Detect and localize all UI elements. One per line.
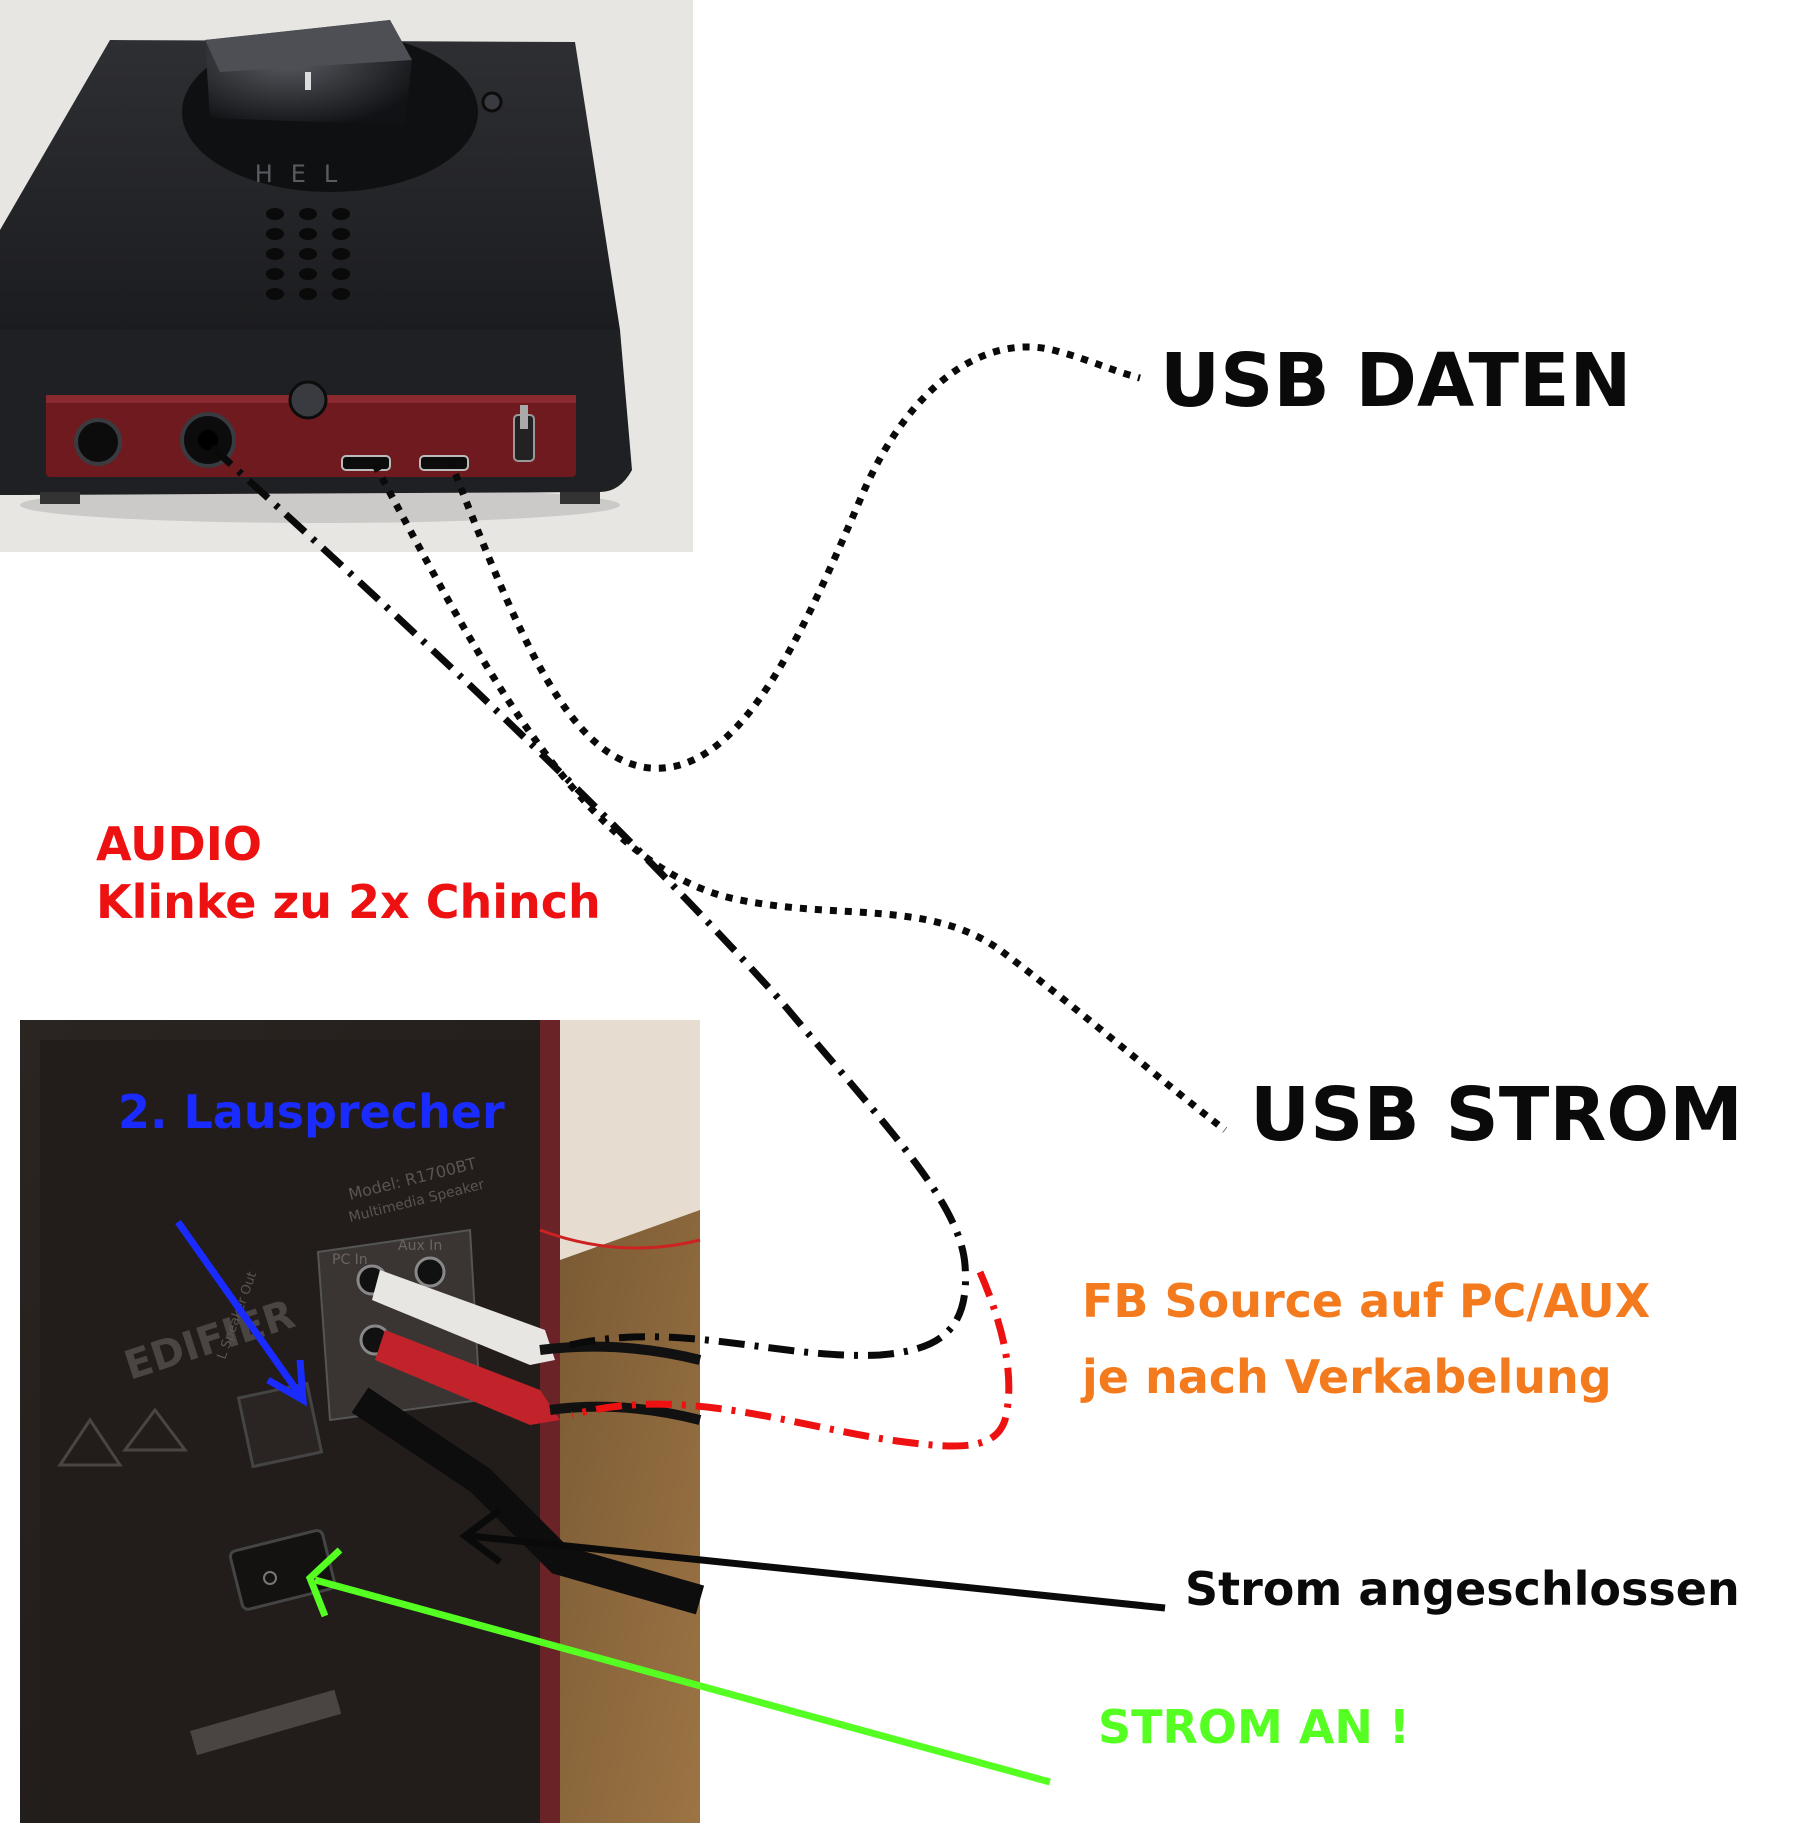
vent-hole — [332, 208, 350, 220]
power-on-label: STROM AN ! — [1098, 1700, 1410, 1754]
vent-hole — [332, 228, 350, 240]
arrow-power-connected-black — [459, 1507, 1166, 1612]
dac-brand-mark: HEL — [255, 160, 356, 188]
audio-cable-black — [209, 444, 970, 1359]
vent-hole — [332, 268, 350, 280]
dac-vent-holes — [266, 208, 350, 300]
vent-hole — [299, 228, 317, 240]
vent-hole — [266, 248, 284, 260]
vent-hole — [299, 268, 317, 280]
arrow-speaker-out-blue — [175, 1219, 307, 1407]
vent-hole — [266, 208, 284, 220]
usb-strom-cable — [371, 463, 1228, 1133]
audio-cable-red — [571, 1270, 1013, 1450]
power-connected-label: Strom angeschlossen — [1185, 1562, 1740, 1616]
usb-daten-label: USB DATEN — [1160, 338, 1632, 424]
audio-label: AUDIO Klinke zu 2x Chinch — [96, 815, 601, 931]
audio-label-line1: AUDIO — [96, 817, 262, 871]
speaker-port-aux-in: Aux In — [398, 1238, 442, 1254]
fb-source-label: FB Source auf PC/AUX je nach Verkabelung — [1082, 1263, 1650, 1415]
vent-hole — [266, 268, 284, 280]
vent-hole — [299, 208, 317, 220]
vent-hole — [332, 248, 350, 260]
vent-hole — [266, 228, 284, 240]
vent-hole — [299, 288, 317, 300]
dac-photo: HEL — [0, 0, 693, 552]
vent-hole — [299, 248, 317, 260]
fb-source-line2: je nach Verkabelung — [1082, 1350, 1612, 1404]
speaker-photo: EDIFIER Model: R1700BT Multimedia Speake… — [20, 1020, 705, 1823]
arrow-power-on-green — [305, 1547, 1051, 1786]
vent-hole — [266, 288, 284, 300]
fb-source-line1: FB Source auf PC/AUX — [1082, 1274, 1651, 1328]
audio-label-line2: Klinke zu 2x Chinch — [96, 875, 601, 929]
usb-daten-cable — [446, 343, 1141, 772]
second-speaker-label: 2. Lausprecher — [118, 1085, 505, 1139]
usb-strom-label: USB STROM — [1250, 1072, 1743, 1158]
vent-hole — [332, 288, 350, 300]
speaker-port-pc-in: PC In — [332, 1252, 368, 1268]
